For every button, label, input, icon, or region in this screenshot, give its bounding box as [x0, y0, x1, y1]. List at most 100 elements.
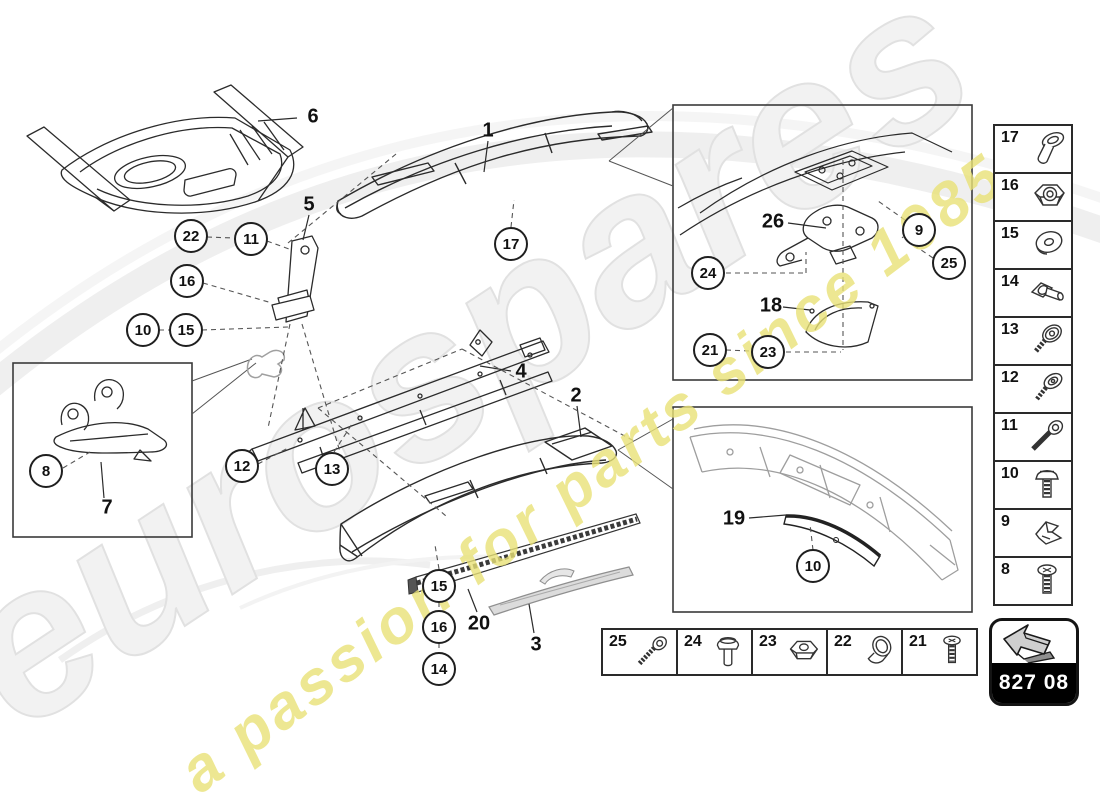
legend-cell-21[interactable]: 21 [901, 628, 978, 676]
rivet-nut-icon [1037, 131, 1065, 164]
callout-circle-16[interactable]: 16 [170, 264, 204, 298]
callout-circle-13[interactable]: 13 [315, 452, 349, 486]
detail-fan-lines-top [608, 107, 674, 187]
callout-circle-12[interactable]: 12 [225, 449, 259, 483]
part-label-2[interactable]: 2 [570, 384, 582, 407]
part-label-18[interactable]: 18 [759, 294, 783, 317]
legend-number: 13 [1001, 321, 1019, 338]
part-label-1[interactable]: 1 [482, 119, 494, 142]
legend-cell-16[interactable]: 16 [993, 172, 1073, 222]
leader-5 [302, 214, 310, 241]
dome-head-screw-icon [716, 636, 740, 667]
legend-number: 8 [1001, 561, 1010, 578]
callout-circle-24[interactable]: 24 [691, 256, 725, 290]
callout-circle-15[interactable]: 15 [169, 313, 203, 347]
part-label-7[interactable]: 7 [101, 496, 113, 519]
socket-head-bolt-icon [1031, 420, 1064, 451]
legend-number: 11 [1001, 417, 1018, 434]
legend-number: 21 [909, 633, 927, 650]
legend-cell-17[interactable]: 17 [993, 124, 1073, 174]
callout-circle-9[interactable]: 9 [902, 213, 936, 247]
callout-circle-11[interactable]: 11 [234, 222, 268, 256]
callout-circle-21[interactable]: 21 [693, 333, 727, 367]
legend-cell-9[interactable]: 9 [993, 508, 1073, 558]
legend-number: 22 [834, 633, 852, 650]
swoosh-arcs [0, 111, 1100, 663]
part-5-support-bracket [271, 235, 319, 323]
leader-4 [479, 365, 512, 372]
legend-number: 23 [759, 633, 777, 650]
part-2-lower-spoiler [339, 427, 618, 562]
detail-box-hinge [672, 104, 973, 381]
legend-number: 14 [1001, 273, 1019, 290]
part-label-5[interactable]: 5 [303, 193, 315, 216]
collar-nut-icon [1034, 184, 1065, 206]
callout-circle-8[interactable]: 8 [29, 454, 63, 488]
legend-cell-22[interactable]: 22 [826, 628, 903, 676]
part-3-trim-strip [488, 566, 634, 616]
leader-2 [576, 405, 582, 438]
legend-cell-24[interactable]: 24 [676, 628, 753, 676]
callout-circle-25[interactable]: 25 [932, 246, 966, 280]
detail-box-blade-19 [672, 406, 973, 613]
legend-number: 24 [684, 633, 702, 650]
page-code-text: 827 08 [992, 663, 1076, 703]
legend-number: 10 [1001, 465, 1019, 482]
legend-cell-12[interactable]: 12 [993, 364, 1073, 414]
spacer-sleeve-icon [867, 635, 892, 664]
detail-box-bracket-7 [12, 358, 257, 538]
page-code-badge[interactable]: 827 08 [989, 618, 1079, 706]
callout-circle-23[interactable]: 23 [751, 335, 785, 369]
callout-circle-15b[interactable]: 15 [422, 569, 456, 603]
legend-cell-13[interactable]: 13 [993, 316, 1073, 366]
hex-nut-icon [789, 640, 819, 660]
part-label-4[interactable]: 4 [515, 360, 527, 383]
flange-screw-icon [1035, 470, 1059, 498]
part-label-3[interactable]: 3 [530, 633, 542, 656]
part-1-upper-spoiler [336, 110, 653, 219]
part-20-serrated-strip [407, 513, 641, 595]
leader-6 [257, 117, 298, 122]
callout-circle-17[interactable]: 17 [494, 227, 528, 261]
fastener-legend-row: 25 24 23 22 [601, 628, 978, 676]
legend-number: 17 [1001, 129, 1019, 146]
part-6-cover-panel [26, 84, 304, 214]
legend-cell-8[interactable]: 8 [993, 556, 1073, 606]
callout-circle-22[interactable]: 22 [174, 219, 208, 253]
legend-cell-11[interactable]: 11 [993, 412, 1073, 462]
legend-cell-14[interactable]: 14 [993, 268, 1073, 318]
callout-circle-10b[interactable]: 10 [796, 549, 830, 583]
leader-1 [483, 140, 489, 173]
dashed-leader-lines [62, 153, 635, 653]
watermark-tagline-text: a passion for parts since 1985 [167, 142, 1016, 800]
leader-3 [528, 603, 535, 634]
legend-number: 9 [1001, 513, 1010, 530]
legend-cell-10[interactable]: 10 [993, 460, 1073, 510]
part-label-20[interactable]: 20 [467, 612, 491, 635]
direction-arrow-icon [1003, 624, 1056, 663]
legend-number: 15 [1001, 225, 1019, 242]
pan-head-screw-icon [943, 635, 961, 664]
legend-number: 16 [1001, 177, 1019, 194]
callout-circle-10[interactable]: 10 [126, 313, 160, 347]
part-label-26[interactable]: 26 [761, 210, 785, 233]
callout-circle-16b[interactable]: 16 [422, 610, 456, 644]
leader-20 [467, 588, 478, 613]
legend-number: 12 [1001, 369, 1019, 386]
legend-cell-25[interactable]: 25 [601, 628, 678, 676]
t-head-bolt-icon [1030, 282, 1064, 301]
callout-circle-14[interactable]: 14 [422, 652, 456, 686]
legend-cell-15[interactable]: 15 [993, 220, 1073, 270]
part-label-19[interactable]: 19 [722, 507, 746, 530]
pan-head-screw-icon [1037, 564, 1057, 594]
part-label-6[interactable]: 6 [307, 105, 319, 128]
legend-cell-23[interactable]: 23 [751, 628, 828, 676]
flat-head-screw-icon [1035, 372, 1063, 401]
screw-with-washer-icon [1034, 324, 1062, 353]
washer-icon [1035, 230, 1063, 255]
ghost-hook-part [246, 349, 286, 379]
fastener-legend-sidebar: 17 16 15 14 [993, 124, 1073, 606]
